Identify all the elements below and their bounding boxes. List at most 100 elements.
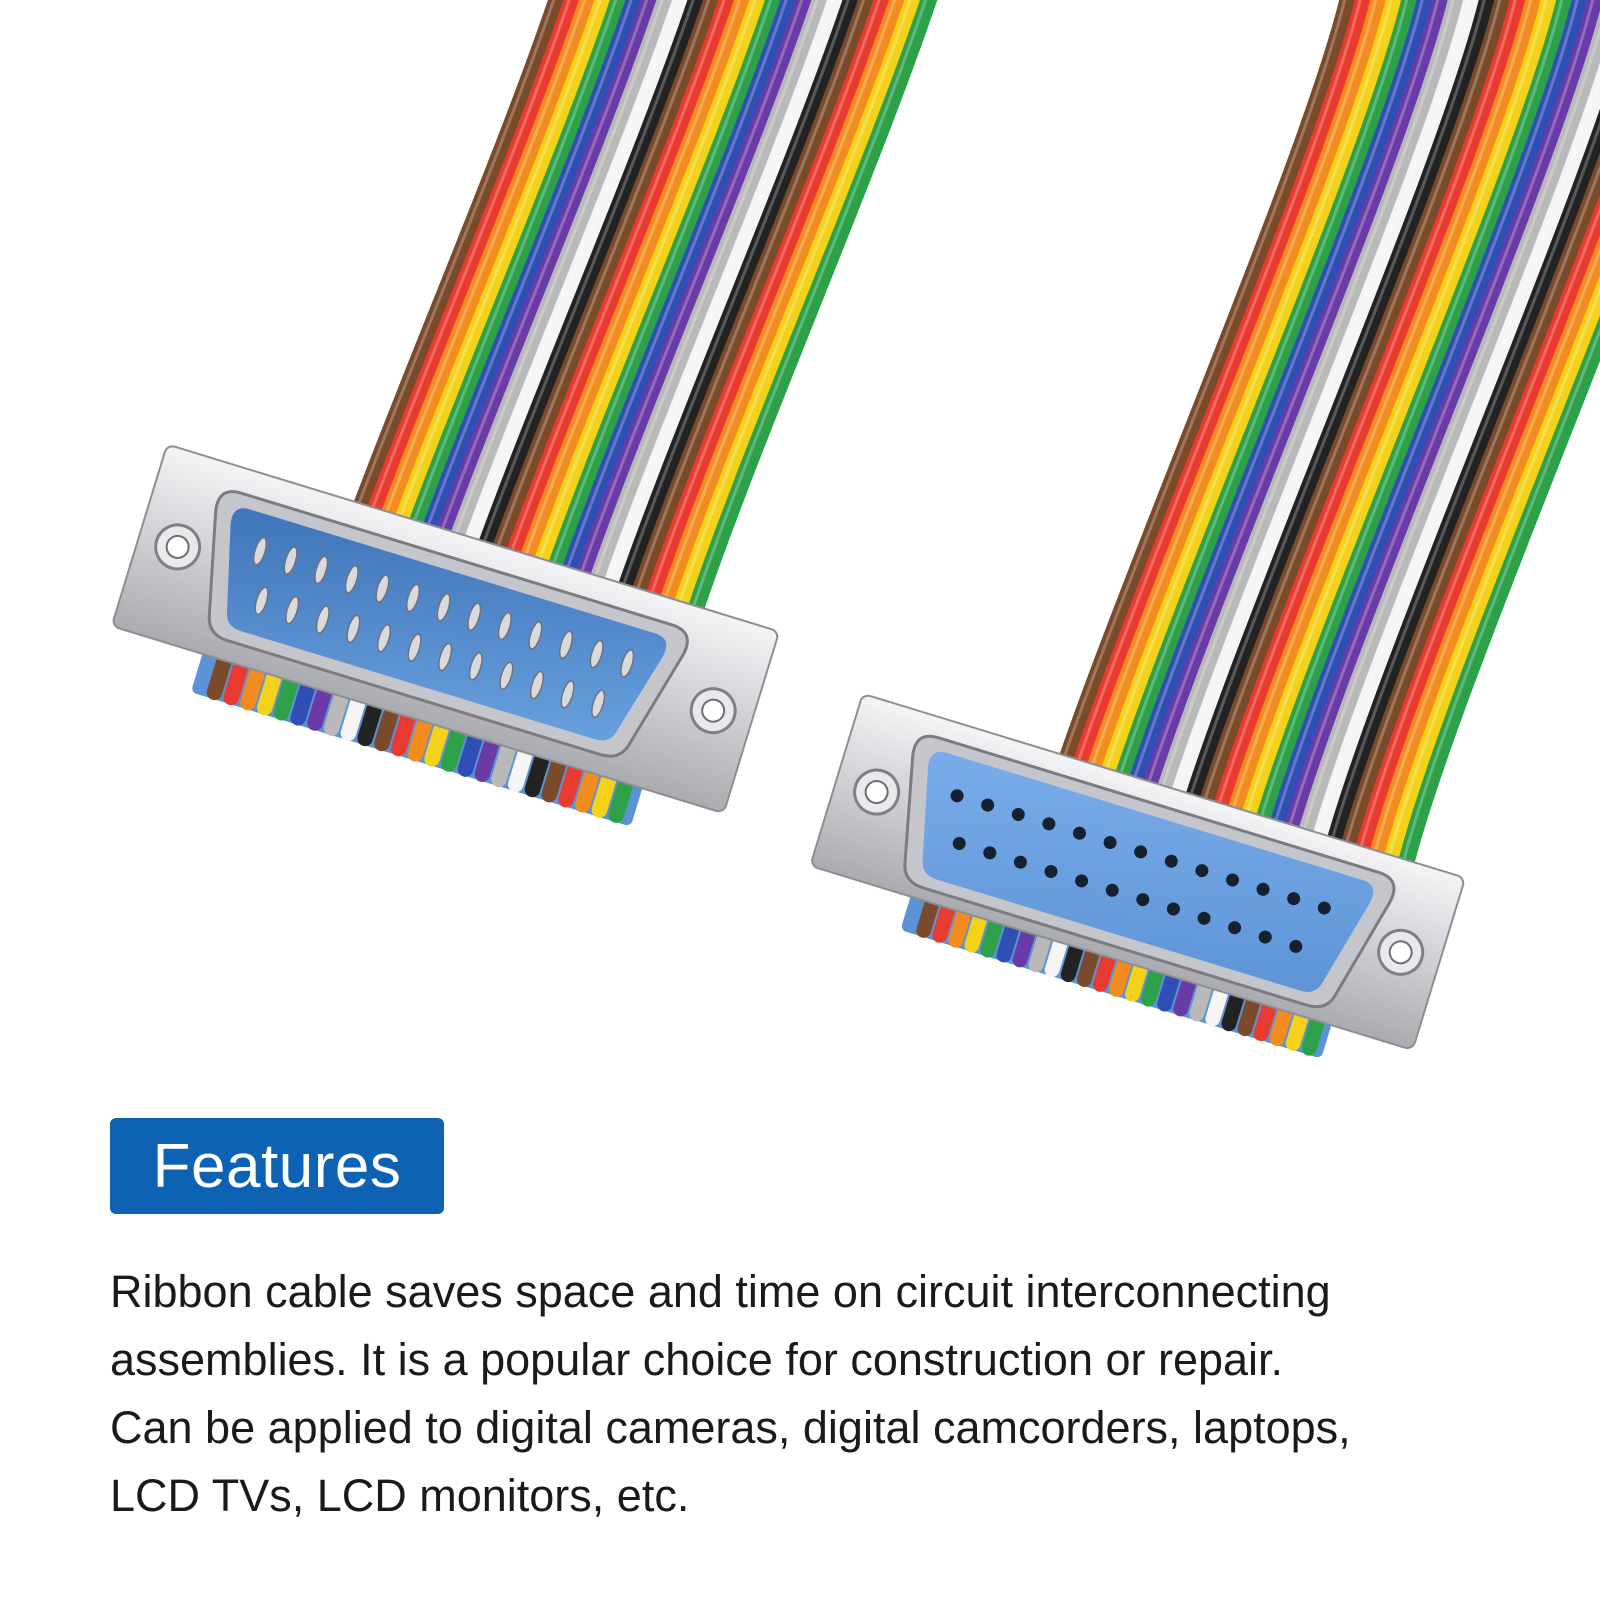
connector-socket [1042,817,1056,831]
ribbon-wire-highlight [1227,0,1548,881]
ribbon-wire [1362,235,1600,882]
wire-stub [591,773,617,818]
ribbon-wire [1254,0,1589,882]
ribbon-wire [498,0,752,623]
ribbon-wire [451,0,705,623]
wire-stub [357,701,382,747]
connector-socket [1011,807,1025,821]
features-description: Ribbon cable saves space and time on cir… [110,1258,1510,1530]
ribbon-wire-highlight [672,0,912,621]
ribbon-wire [513,0,767,623]
connector-socket [983,846,997,860]
connector-socket [1256,882,1270,896]
connector-socket [1105,883,1119,897]
wire-stub [574,767,600,813]
ribbon-wire-highlight [1320,120,1600,881]
ribbon-wire [1223,0,1558,882]
ribbon-wire [482,0,736,623]
wire-stub [290,680,315,726]
ribbon-wire [1238,0,1574,882]
ribbon-wire-highlight [1165,0,1486,881]
ribbon-wire [1192,0,1527,882]
connector-pin [283,546,298,575]
ribbon-wire-highlight [687,0,928,621]
ribbon-wire [544,0,798,623]
ribbon-wire-highlight [579,0,819,621]
ribbon-wire [1347,194,1600,882]
ribbon-wire-highlight [610,0,850,621]
connector-pin [589,639,604,669]
ribbon-wire-highlight [532,0,773,621]
ribbon-wire-highlight [1242,0,1564,881]
wire-stub [424,721,449,767]
wire-stub [374,706,399,752]
ribbon-wire [1378,275,1600,882]
wire-stub [507,747,533,793]
wire-stub [390,711,416,757]
connector-pin [467,602,482,631]
connector-pin [405,583,421,613]
wire-stub [273,675,299,721]
features-line-1: Ribbon cable saves space and time on cir… [110,1266,1331,1317]
ribbon-wire-highlight [1382,286,1600,881]
ribbon-wire-highlight [1366,246,1600,881]
wire-stub [491,742,516,788]
ribbon-wire-highlight [517,0,757,621]
ribbon-wire-highlight [641,0,881,621]
ribbon-wire-highlight [501,0,742,621]
wire-stub [407,716,432,762]
connector-socket [1195,864,1209,878]
connector-pin [558,630,574,659]
connector-pin [468,652,483,681]
connector-pin [315,605,330,634]
ribbon-wire [1207,0,1543,882]
ribbon-wire-highlight [470,0,711,621]
wire-stub [206,655,232,701]
connector-pin [254,586,269,616]
connector-socket [1317,901,1331,915]
female-db25-connector [811,694,1465,1058]
connector-pin [285,595,300,625]
connector-pin [346,614,361,644]
ribbon-wire [560,0,814,623]
ribbon-wire [622,0,876,623]
ribbon-wire [467,0,721,623]
connector-socket [1197,911,1211,925]
ribbon-wire [1269,0,1600,882]
connector-pin [375,574,390,603]
wire-stub [256,670,282,716]
wire-stub [474,737,499,782]
connector-pin [252,536,268,566]
features-heading-badge: Features [110,1118,444,1214]
connector-pin [436,593,451,622]
ribbon-wire [575,0,829,623]
ribbon-wire [1393,315,1600,882]
connector-socket [981,798,995,812]
ribbon-wire [606,0,860,623]
ribbon-cable-right [1021,0,1600,882]
connector-socket [1103,836,1117,850]
ribbon-wire-highlight [625,0,866,621]
connector-socket [1228,921,1242,935]
connector-socket [1287,892,1301,906]
ribbon-wire-highlight [548,0,788,621]
wire-stub [541,757,566,803]
connector-socket [1134,845,1148,859]
ribbon-wire [1331,152,1600,882]
ribbon-wire-highlight [1258,0,1579,881]
connector-socket [950,789,964,803]
male-pins [252,536,635,718]
ribbon-wire-highlight [1196,0,1517,881]
ribbon-wire-highlight [486,0,726,621]
male-db25-connector [112,445,779,826]
connector-socket [952,836,966,850]
ribbon-wire [684,0,938,623]
ribbon-wire-highlight [1397,326,1600,881]
connector-pin [620,649,635,678]
wire-stub [240,665,265,711]
connector-socket [1225,873,1239,887]
ribbon-wire [1285,10,1600,882]
ribbon-wire [529,0,783,623]
ribbon-cable-left [312,0,938,623]
ribbon-wire [653,0,907,623]
